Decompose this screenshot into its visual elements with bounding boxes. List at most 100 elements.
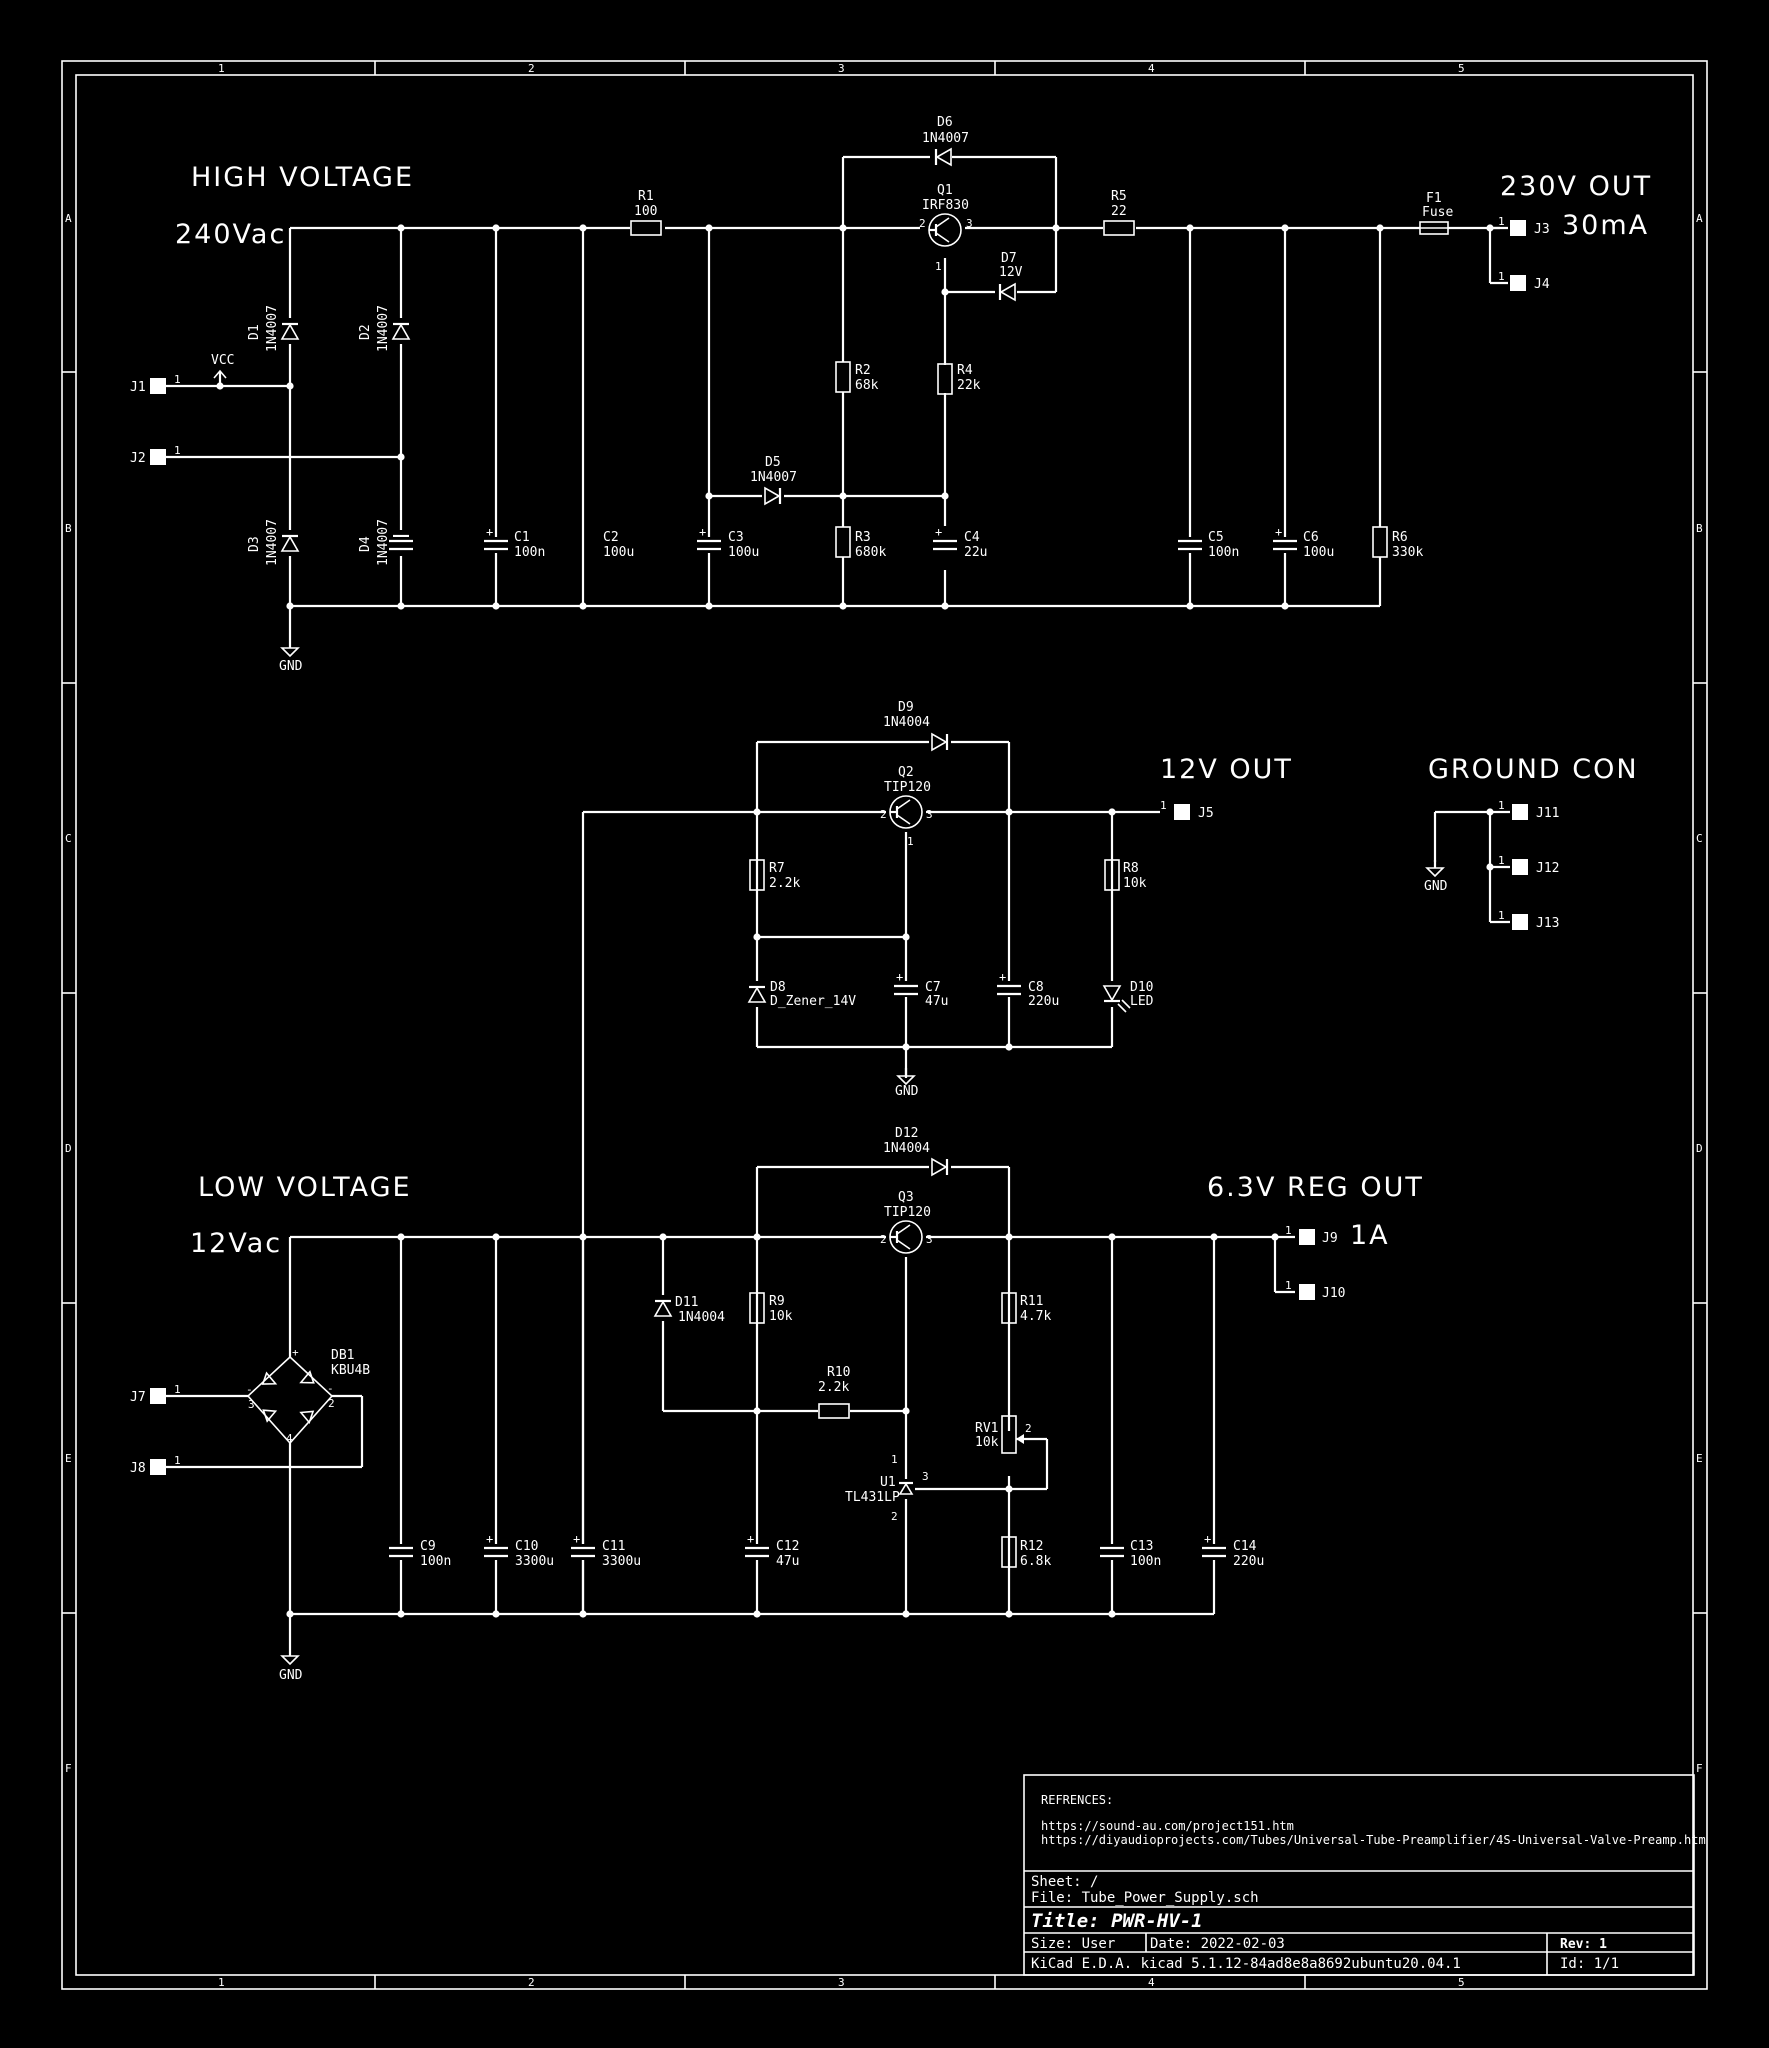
d6-ref: D6	[937, 115, 953, 130]
row-label-left: D	[65, 1142, 72, 1155]
capacitor-c8	[995, 968, 1023, 997]
col-label-bottom: 2	[528, 1976, 535, 1989]
r3-ref: R3	[855, 530, 871, 545]
potentiometer-rv1	[1001, 1415, 1024, 1454]
capacitor-c4	[931, 523, 959, 553]
c2-ref: C2	[603, 530, 619, 545]
j9-ref: J9	[1322, 1231, 1338, 1246]
u1-pin: 1	[891, 1453, 898, 1466]
out12-label: 12V OUT	[1160, 754, 1293, 785]
ground-con-wires	[1433, 808, 1510, 924]
capacitor-c10	[482, 1530, 510, 1560]
c4-ref: C4	[964, 530, 980, 545]
diode-d5	[762, 486, 784, 506]
r6-value: 330k	[1392, 545, 1423, 560]
q1-pin: 2	[919, 217, 926, 230]
r9-value: 10k	[769, 1309, 793, 1324]
r2-value: 68k	[855, 378, 879, 393]
capacitor-c6	[1271, 523, 1299, 553]
reference-link[interactable]: https://diyaudioprojects.com/Tubes/Unive…	[1041, 1833, 1706, 1847]
d11-ref: D11	[675, 1295, 698, 1310]
rv1-pin: 2	[1025, 1422, 1032, 1435]
c9-value: 100n	[420, 1554, 451, 1569]
row-label-left: E	[65, 1452, 72, 1465]
connector-j4[interactable]	[1510, 275, 1526, 291]
resistor-r2	[835, 361, 851, 393]
capacitor-c5	[1176, 537, 1204, 553]
d2-value: 1N4007	[376, 305, 391, 352]
row-label-left: B	[65, 522, 72, 535]
connector-j5[interactable]	[1174, 804, 1190, 820]
j9-pin: 1	[1285, 1224, 1292, 1237]
resistor-r4	[937, 363, 953, 395]
diode-d2	[391, 318, 411, 344]
reference-link[interactable]: https://sound-au.com/project151.htm	[1041, 1819, 1294, 1833]
connector-j13[interactable]	[1512, 914, 1528, 930]
j3-ref: J3	[1534, 222, 1550, 237]
u1-ref: U1	[880, 1475, 896, 1490]
date-label: Date: 2022-02-03	[1150, 1936, 1285, 1952]
u1-value: TL431LP	[845, 1490, 900, 1505]
j5-pin: 1	[1160, 799, 1167, 812]
d12-value: 1N4004	[883, 1141, 930, 1156]
hv-output-label: 230V OUT	[1500, 171, 1652, 202]
row-label-right: F	[1696, 1762, 1703, 1775]
connector-j2[interactable]	[150, 449, 166, 465]
j11-pin: 1	[1498, 799, 1505, 812]
col-label-top: 2	[528, 62, 535, 75]
connector-j1[interactable]	[150, 378, 166, 394]
connector-j9[interactable]	[1299, 1229, 1315, 1245]
r11-value: 4.7k	[1020, 1309, 1051, 1324]
j8-ref: J8	[130, 1461, 146, 1476]
db1-pin: 3	[248, 1398, 255, 1411]
j4-ref: J4	[1534, 277, 1550, 292]
c8-value: 220u	[1028, 994, 1059, 1009]
db1-value: KBU4B	[331, 1363, 370, 1378]
diode-d9	[929, 732, 951, 752]
c1-ref: C1	[514, 530, 530, 545]
out12-junctions	[753, 808, 1116, 1051]
f1-ref: F1	[1426, 191, 1442, 206]
size-label: Size: User	[1031, 1936, 1115, 1952]
led-d10	[1102, 981, 1131, 1013]
d8-value: D_Zener_14V	[770, 994, 856, 1009]
row-label-right: D	[1696, 1142, 1703, 1155]
transistor-q3	[886, 1217, 926, 1257]
id-label: Id: 1/1	[1560, 1956, 1619, 1972]
d12-ref: D12	[895, 1126, 918, 1141]
c13-ref: C13	[1130, 1539, 1153, 1554]
mosfet-q1	[925, 210, 965, 250]
d10-value: LED	[1130, 994, 1154, 1009]
d3-ref: D3	[247, 536, 262, 552]
db1-pin: 4	[286, 1432, 293, 1445]
c3-value: 100u	[728, 545, 759, 560]
c12-ref: C12	[776, 1539, 799, 1554]
j12-pin: 1	[1498, 854, 1505, 867]
connector-j7[interactable]	[150, 1388, 166, 1404]
c7-ref: C7	[925, 980, 941, 995]
f1-value: Fuse	[1422, 205, 1453, 220]
c11-ref: C11	[602, 1539, 625, 1554]
u1-pin: 3	[922, 1470, 929, 1483]
row-label-right: B	[1696, 522, 1703, 535]
diode-d6	[930, 147, 953, 167]
j1-ref: J1	[130, 380, 146, 395]
c10-ref: C10	[515, 1539, 538, 1554]
capacitor-c3	[695, 523, 723, 553]
connector-j11[interactable]	[1512, 804, 1528, 820]
col-label-top: 4	[1148, 62, 1155, 75]
c5-ref: C5	[1208, 530, 1224, 545]
hv-current-label: 30mA	[1562, 210, 1649, 241]
u1-pin: 2	[891, 1510, 898, 1523]
section-title-high-voltage: HIGH VOLTAGE	[191, 162, 414, 193]
connector-j8[interactable]	[150, 1459, 166, 1475]
d1-ref: D1	[247, 324, 262, 340]
connector-j10[interactable]	[1299, 1284, 1315, 1300]
col-label-bottom: 5	[1458, 1976, 1465, 1989]
connector-j12[interactable]	[1512, 859, 1528, 875]
ground-icon	[280, 1646, 300, 1666]
row-label-left: A	[65, 212, 72, 225]
r10-value: 2.2k	[818, 1380, 849, 1395]
row-label-left: C	[65, 832, 72, 845]
connector-j3[interactable]	[1510, 220, 1526, 236]
